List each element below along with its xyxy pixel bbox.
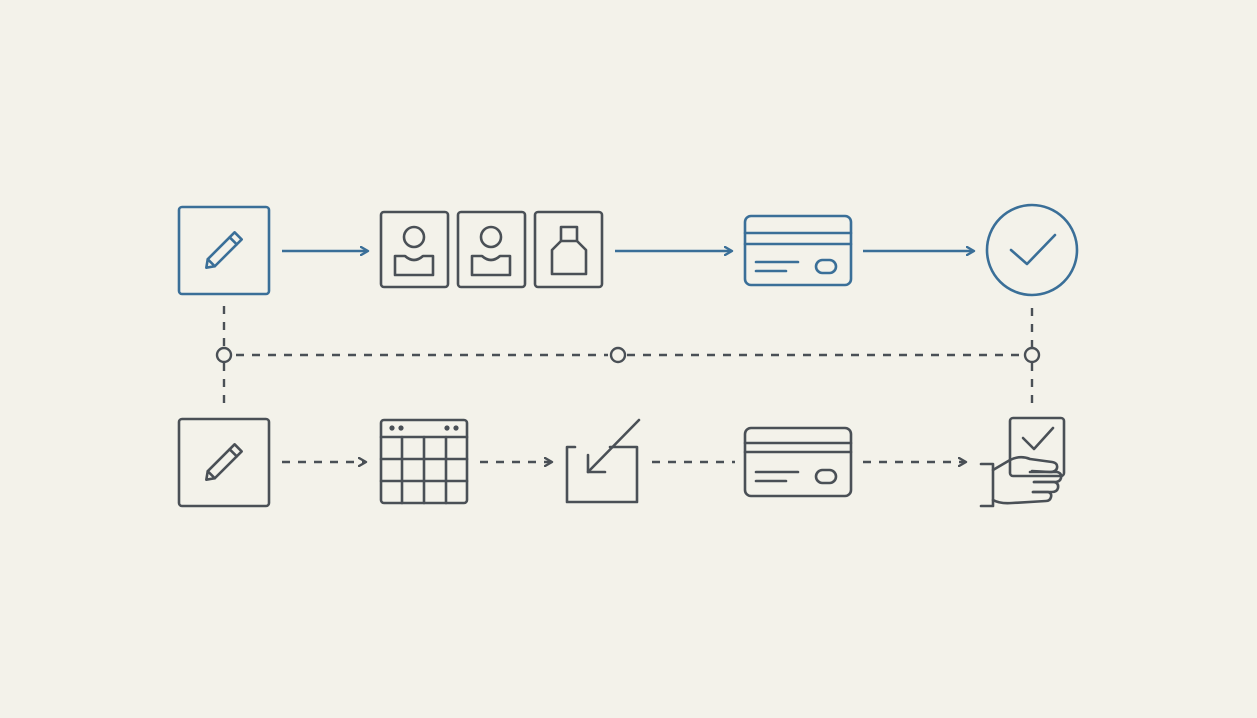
- secondary-row: [177, 416, 1066, 508]
- pencil-icon: [177, 205, 271, 296]
- junction-left: [215, 346, 233, 364]
- user-profile-icon: [379, 210, 450, 289]
- junction-nodes: [215, 346, 1041, 364]
- pencil-icon: [177, 417, 271, 508]
- credit-card-icon: [743, 214, 853, 287]
- user-profile-icon: [456, 210, 527, 289]
- arrow-into-box-icon: [565, 418, 641, 504]
- calendar-grid-icon: [379, 418, 469, 505]
- dashed-connectors: [222, 306, 1034, 407]
- bottle-icon: [533, 210, 604, 289]
- check-circle-icon: [985, 203, 1079, 297]
- junction-middle: [609, 346, 627, 364]
- hand-holding-checklist-icon: [979, 416, 1066, 508]
- junction-right: [1023, 346, 1041, 364]
- credit-card-icon: [743, 426, 853, 498]
- primary-row: [177, 203, 1079, 297]
